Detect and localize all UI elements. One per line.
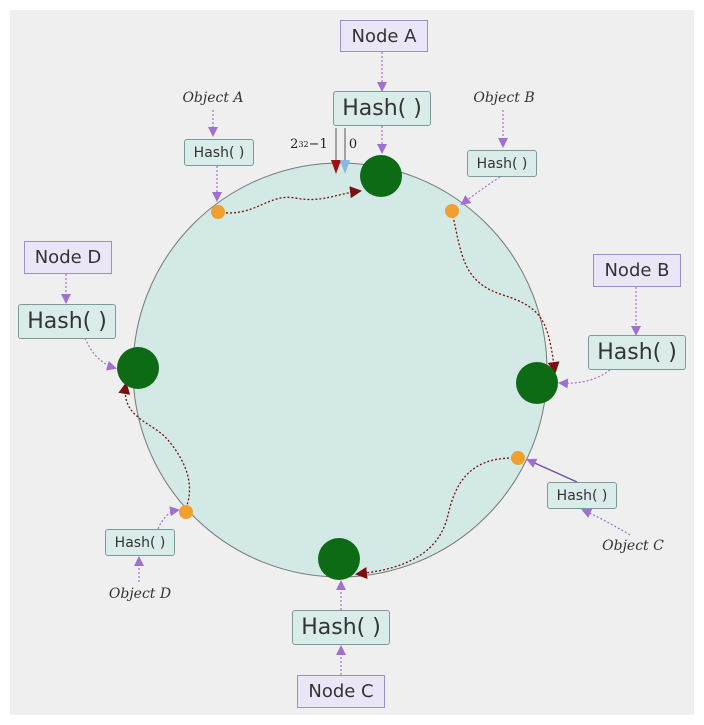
node-c-label: Node C	[297, 675, 385, 708]
object-a-hash-box: Hash( )	[184, 139, 254, 166]
hash-d-to-node-d-arrow	[84, 337, 117, 371]
object-c-to-hash-arrow	[581, 508, 631, 536]
ring-zero-marker	[340, 160, 350, 174]
ring-zero-label: 0	[348, 136, 358, 152]
object-b-point	[445, 204, 459, 218]
object-d-point	[179, 505, 193, 519]
object-c-point	[511, 451, 525, 465]
node-a-server	[360, 155, 402, 197]
object-d-label: Object D	[108, 586, 172, 602]
ring-max-marker	[331, 160, 341, 174]
hash-ob-to-ring-arrow	[460, 176, 501, 206]
object-d-hash-box: Hash( )	[105, 529, 175, 556]
object-c-hash-box: Hash( )	[547, 482, 617, 509]
object-a-point	[211, 205, 225, 219]
path-object-a-to-node-a	[217, 186, 362, 214]
node-d-server	[117, 347, 159, 389]
hash-od-to-ring-arrow	[157, 506, 180, 530]
node-b-server	[516, 362, 558, 404]
object-b-hash-box: Hash( )	[467, 150, 537, 177]
node-d-label: Node D	[24, 241, 112, 274]
node-d-hash-box: Hash( )	[18, 304, 116, 339]
node-c-server	[318, 538, 360, 580]
hash-ring	[132, 162, 548, 578]
hash-oc-to-ring-arrow	[526, 458, 578, 483]
node-a-label: Node A	[340, 20, 428, 52]
object-b-label: Object B	[473, 90, 535, 106]
node-b-label: Node B	[593, 254, 681, 287]
object-a-label: Object A	[182, 90, 244, 106]
path-object-d-to-node-d	[118, 382, 191, 509]
object-c-label: Object C	[602, 538, 664, 554]
node-a-hash-box: Hash( )	[333, 91, 431, 126]
node-b-hash-box: Hash( )	[588, 335, 686, 370]
node-c-hash-box: Hash( )	[292, 610, 390, 645]
path-object-b-to-node-b	[451, 211, 560, 374]
hash-b-to-node-b-arrow	[558, 369, 611, 389]
